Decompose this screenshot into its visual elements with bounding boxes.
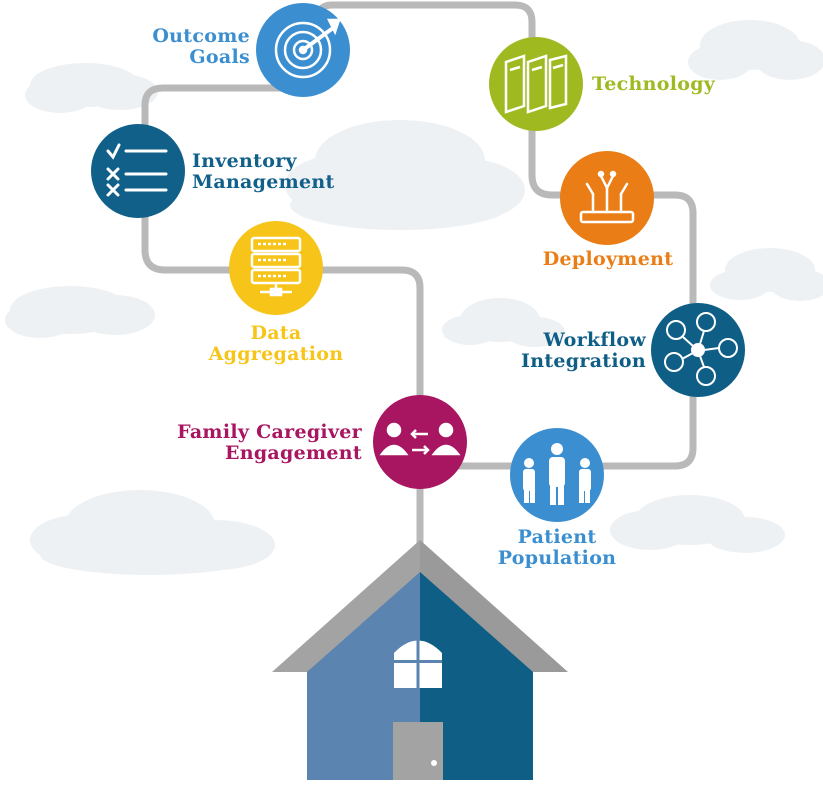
label-line: Data [250, 322, 302, 344]
people-exchange-icon [379, 422, 461, 456]
node-deployment [560, 151, 654, 245]
servers-icon [504, 54, 568, 114]
house-door [393, 722, 443, 780]
label-family-caregiver-engagement: Family Caregiver Engagement [177, 422, 362, 464]
label-line: Patient [517, 526, 597, 548]
workflow-cycle-icon [664, 312, 738, 386]
label-line: Management [192, 171, 335, 193]
label-line: Inventory [192, 150, 297, 172]
label-line: Population [497, 547, 617, 569]
node-outcome-goals [256, 3, 350, 97]
server-stack-icon [250, 236, 302, 297]
checklist-icon [106, 143, 168, 197]
node-inventory-management [91, 124, 185, 218]
node-circle [373, 395, 467, 489]
label-outcome-goals: Outcome Goals [152, 26, 250, 68]
label-technology: Technology [592, 74, 715, 95]
background-clouds [5, 20, 823, 575]
label-line: Family Caregiver [177, 421, 362, 443]
node-circle [489, 37, 583, 131]
door-knob [431, 760, 437, 766]
label-line: Workflow [543, 329, 646, 351]
label-patient-population: Patient Population [480, 527, 634, 569]
population-icon [523, 443, 591, 505]
node-family-caregiver-engagement [373, 395, 467, 489]
label-line: Integration [521, 350, 646, 372]
label-deployment: Deployment [527, 249, 689, 270]
deploy-tree-icon [579, 170, 635, 224]
label-line: Aggregation [208, 343, 344, 365]
node-patient-population [510, 428, 604, 522]
label-line: Goals [189, 46, 250, 68]
node-data-aggregation [229, 221, 323, 315]
target-icon [274, 18, 341, 79]
house-window [394, 640, 442, 688]
label-workflow-integration: Workflow Integration [521, 330, 646, 372]
label-line: Engagement [224, 442, 362, 464]
node-workflow-integration [651, 303, 745, 397]
label-inventory-management: Inventory Management [192, 151, 335, 193]
label-data-aggregation: Data Aggregation [196, 323, 356, 365]
label-line: Deployment [542, 248, 674, 270]
label-line: Technology [592, 73, 716, 95]
label-line: Outcome [152, 25, 250, 47]
node-circle [91, 124, 185, 218]
node-technology [489, 37, 583, 131]
house [272, 540, 568, 780]
